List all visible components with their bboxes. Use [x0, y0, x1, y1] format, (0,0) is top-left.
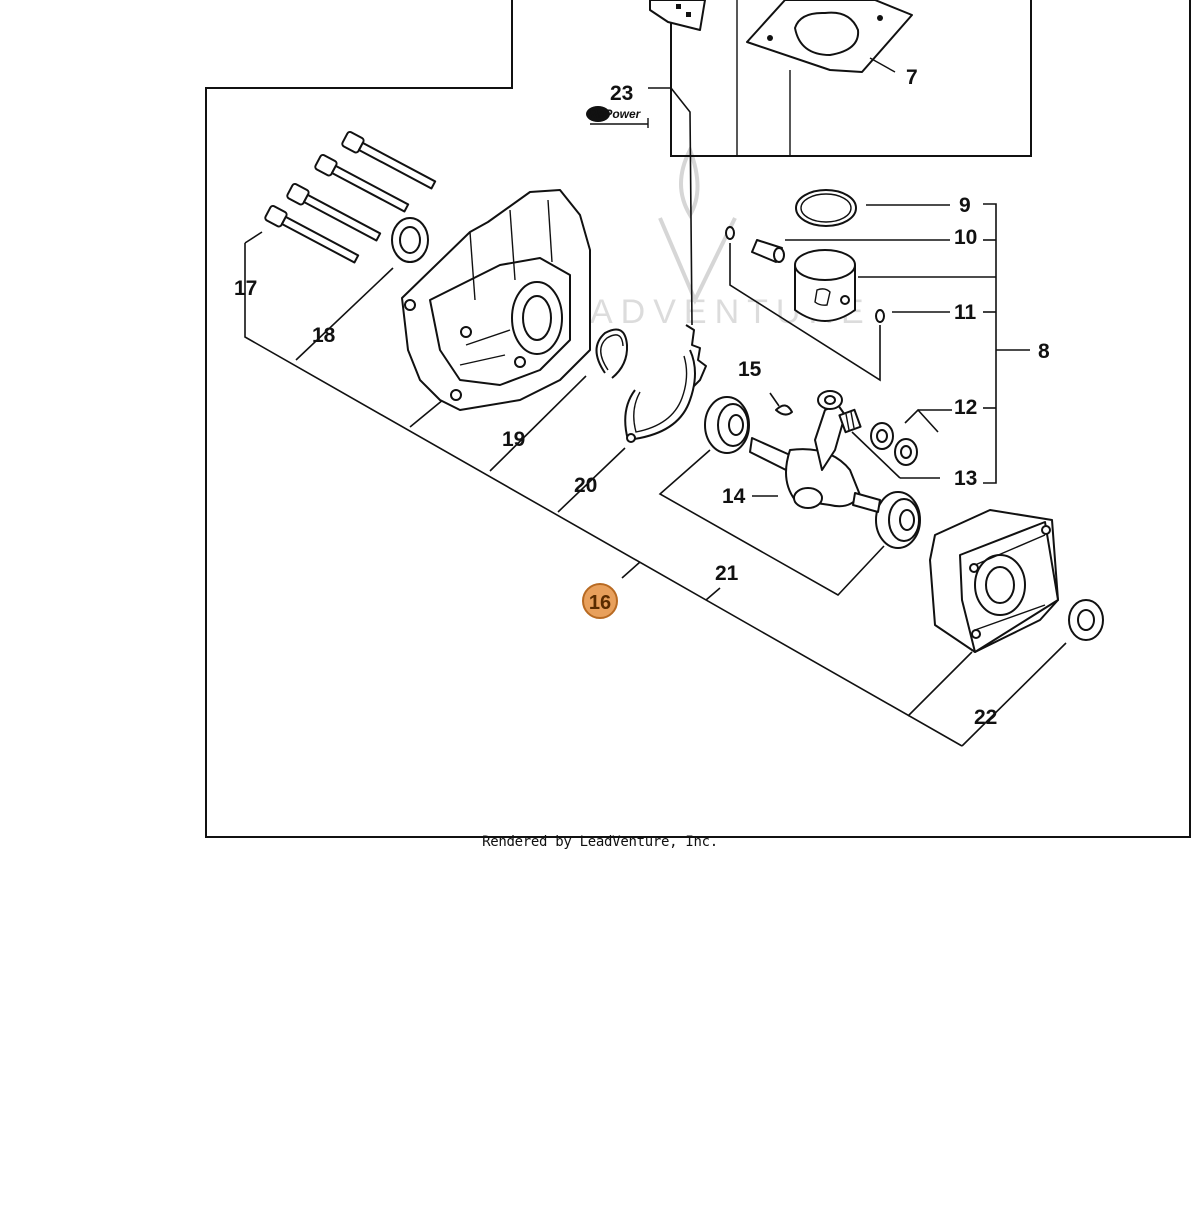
- callout-8[interactable]: 8: [1038, 340, 1050, 363]
- circlip-11-right-part: [875, 309, 885, 323]
- seal-18-part: [391, 217, 429, 263]
- crankcase-left-part: [401, 189, 591, 411]
- repower-logo-text: RePower: [589, 107, 642, 121]
- gasket-plate-part: [649, 0, 706, 31]
- cylinder-group-frame: [670, 0, 1032, 157]
- callout-15[interactable]: 15: [738, 358, 762, 381]
- callout-8-bracket: [785, 203, 1030, 484]
- callout-17[interactable]: 17: [234, 277, 257, 300]
- woodruff-key-15-part: [775, 404, 793, 416]
- callout-9[interactable]: 9: [959, 194, 971, 217]
- thrust-washers-12-part: [870, 422, 918, 466]
- diagram-frames: [205, 0, 1191, 838]
- callout-10[interactable]: 10: [954, 226, 977, 249]
- gasket-20-part: [624, 349, 696, 443]
- needle-cage-13-part: [838, 408, 862, 434]
- circlip-11-left-part: [725, 226, 735, 240]
- callout-16-highlighted[interactable]: 16: [582, 583, 618, 619]
- highlight-badge[interactable]: [582, 583, 618, 619]
- top-cut-parts: [649, 0, 913, 73]
- callout-13[interactable]: 13: [954, 467, 977, 490]
- callout-12[interactable]: 12: [954, 396, 977, 419]
- piston-pin-10-part: [751, 239, 785, 263]
- callout-23[interactable]: 23: [610, 82, 633, 105]
- circlip-19-part: [595, 328, 629, 379]
- seal-22-part: [1068, 599, 1104, 641]
- callout-20[interactable]: 20: [574, 474, 597, 497]
- repower-logo: RePower: [586, 106, 649, 128]
- callout-19[interactable]: 19: [502, 428, 525, 451]
- callout-7[interactable]: 7: [906, 66, 918, 89]
- callout-22[interactable]: 22: [974, 706, 997, 729]
- callout-18[interactable]: 18: [312, 324, 336, 347]
- crankcase-right-part: [929, 509, 1059, 653]
- crankshaft-14-part: [749, 390, 881, 513]
- callout-14[interactable]: 14: [722, 485, 746, 508]
- render-credit: Rendered by LeadVenture, Inc.: [482, 834, 718, 850]
- callout-labels: 7 8 9 10 11 12 13 14 15 17 18 19 20 21 2…: [234, 66, 1050, 729]
- bolts-17-part: [264, 130, 437, 264]
- piston-ring-9-part: [795, 189, 857, 227]
- piston-part: [794, 249, 856, 322]
- callout-21[interactable]: 21: [715, 562, 739, 585]
- callout-11[interactable]: 11: [954, 301, 977, 324]
- bearing-21-left-part: [704, 396, 750, 454]
- assembly-frame: [205, 0, 1191, 838]
- callout-16[interactable]: 16: [589, 592, 611, 614]
- bearing-21-right-part: [875, 491, 921, 549]
